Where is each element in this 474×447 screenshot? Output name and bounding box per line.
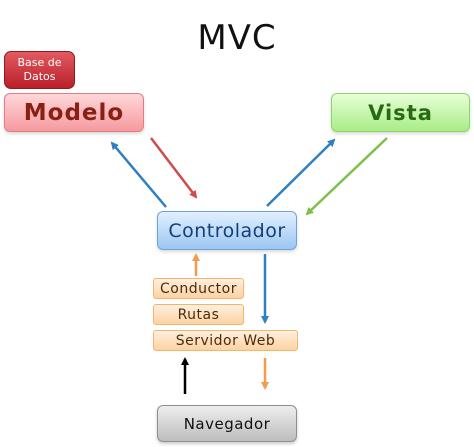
controlador-box: Controlador <box>157 211 297 250</box>
rutas-box: Rutas <box>153 304 244 325</box>
conductor-box: Conductor <box>153 278 244 299</box>
modelo-box: Modelo <box>4 93 144 132</box>
modelo-to-controlador-arrow <box>150 137 198 199</box>
diagram-title: MVC <box>197 18 277 58</box>
controlador-to-modelo-arrow <box>110 141 167 208</box>
vista-to-controlador-arrow <box>305 137 388 216</box>
base-de-datos-box: Base de Datos <box>4 51 75 89</box>
navegador-box: Navegador <box>157 405 297 442</box>
controlador-to-vista-arrow <box>266 138 336 207</box>
vista-box: Vista <box>331 93 470 132</box>
servidor-web-box: Servidor Web <box>153 330 298 351</box>
